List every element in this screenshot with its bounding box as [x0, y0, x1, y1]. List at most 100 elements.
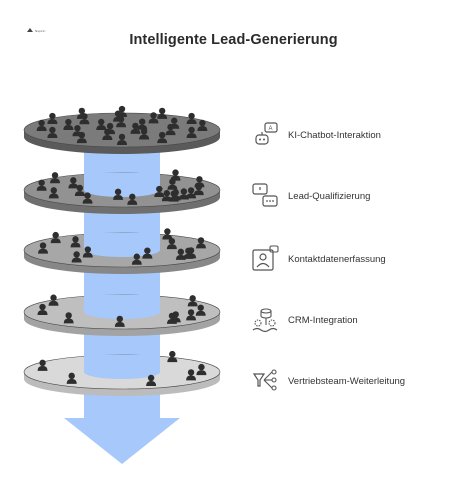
person-icon-head	[65, 312, 72, 319]
person-icon-body	[186, 315, 197, 321]
person-icon-head	[114, 110, 122, 117]
person-icon-head	[78, 107, 86, 115]
person-icon-head	[117, 116, 125, 123]
person-icon-head	[150, 112, 157, 119]
person-icon-head	[158, 131, 166, 139]
person-icon-body	[170, 317, 181, 323]
person-icon-body	[96, 124, 107, 130]
person-icon-body	[157, 113, 168, 119]
person-icon-body	[76, 138, 87, 144]
person-icon-body	[178, 194, 189, 200]
person-icon-head	[132, 122, 139, 130]
person-icon-head	[49, 126, 56, 134]
person-icon-body	[142, 253, 153, 259]
person-icon-head	[189, 295, 196, 302]
person-icon-body	[148, 118, 159, 124]
person-icon-body	[50, 178, 61, 184]
person-icon-body	[194, 182, 205, 188]
person-icon-body	[169, 123, 180, 129]
database-gears-icon	[250, 305, 280, 335]
person-icon-head	[49, 112, 56, 120]
person-icon-body	[186, 119, 197, 125]
person-icon-body	[63, 125, 74, 131]
person-icon-head	[168, 237, 176, 245]
layer-1	[23, 105, 221, 154]
svg-text:A: A	[269, 126, 273, 132]
funnel-branch-icon	[250, 366, 280, 396]
person-icon-body	[197, 126, 208, 131]
person-icon-body	[195, 310, 206, 316]
person-icon-body	[82, 198, 93, 204]
person-icon-head	[139, 118, 146, 125]
step-3: Kontaktdatenerfassung	[250, 244, 386, 274]
person-icon-head	[197, 237, 205, 244]
person-icon-body	[175, 254, 186, 260]
person-icon-head	[114, 188, 122, 196]
person-icon-head	[156, 185, 163, 193]
person-icon-body	[82, 252, 93, 258]
logo-mark-icon	[27, 28, 33, 33]
person-icon-body	[146, 380, 157, 386]
person-icon-body	[167, 184, 178, 190]
person-icon-head	[197, 304, 204, 311]
person-icon-head	[199, 119, 206, 127]
step-4: CRM-Integration	[250, 305, 358, 335]
layer-3	[23, 228, 221, 274]
people-group	[36, 169, 205, 205]
person-icon-body	[113, 194, 124, 200]
person-icon-head	[196, 176, 203, 183]
person-icon-head	[65, 118, 72, 126]
person-icon-head	[169, 350, 176, 358]
page-title: Intelligente Lead-Generierung	[129, 32, 338, 48]
person-icon-body	[157, 138, 168, 144]
layer-2	[23, 169, 221, 214]
person-icon-head	[129, 193, 136, 201]
person-icon-body	[170, 195, 181, 201]
person-icon-body	[36, 126, 47, 131]
contact-card-icon	[250, 244, 280, 274]
person-icon-head	[163, 190, 171, 197]
person-icon-body	[48, 300, 59, 306]
person-icon-body	[195, 243, 206, 249]
person-icon-head	[118, 133, 126, 141]
person-icon-head	[68, 372, 75, 380]
person-icon-body	[186, 253, 197, 259]
person-icon-head	[76, 184, 84, 192]
person-icon-body	[187, 301, 198, 307]
person-icon-head	[172, 169, 179, 176]
arrow-pass-through	[84, 233, 160, 257]
person-icon-head	[172, 189, 179, 196]
step-label: CRM-Integration	[288, 314, 358, 326]
person-icon-head	[187, 247, 195, 254]
person-icon-head	[171, 117, 178, 124]
person-icon-head	[169, 178, 176, 185]
person-icon-head	[39, 242, 47, 249]
person-icon-body	[66, 378, 77, 384]
arrow-pass-through	[84, 173, 160, 197]
person-icon-body	[154, 192, 165, 198]
person-icon-head	[50, 187, 57, 194]
person-icon-body	[38, 248, 49, 254]
arrow-pass-through	[84, 295, 160, 319]
arrow-neck	[84, 402, 160, 420]
person-icon-head	[38, 179, 45, 186]
person-icon-body	[74, 190, 85, 196]
person-icon-body	[186, 375, 197, 381]
step-label: Vertriebsteam-Weiterleitung	[288, 375, 406, 387]
person-icon-head	[73, 251, 80, 258]
person-icon-head	[39, 303, 46, 311]
person-icon-head	[39, 359, 46, 367]
arrow-head	[64, 418, 180, 464]
people-group	[36, 105, 208, 145]
people-group	[38, 228, 206, 265]
person-icon-head	[144, 247, 151, 254]
person-icon-head	[198, 363, 205, 371]
person-icon-body	[167, 357, 178, 363]
person-icon-head	[72, 236, 79, 243]
person-icon-body	[47, 119, 58, 125]
person-icon-head	[81, 113, 88, 120]
person-icon-body	[116, 122, 127, 128]
person-icon-body	[72, 131, 83, 137]
